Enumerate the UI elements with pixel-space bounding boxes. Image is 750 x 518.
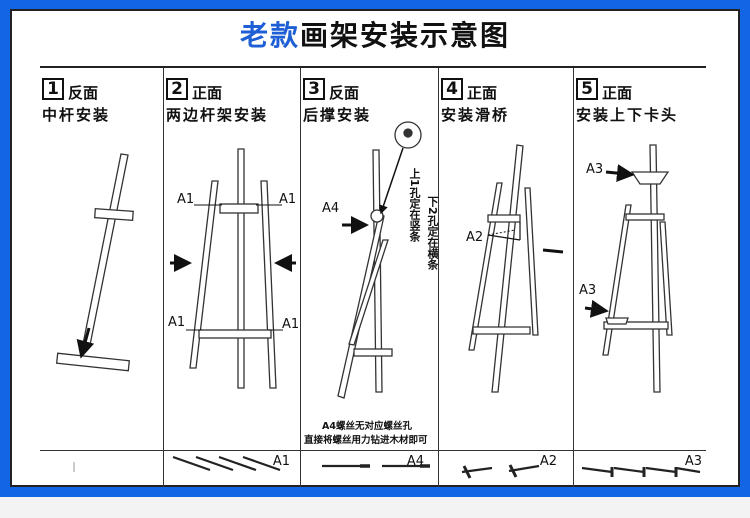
step-title: 后撑安装 (303, 106, 372, 124)
step-4: 4 正面 安装滑桥 (439, 68, 574, 450)
hole-bottom-note: 下2孔定在横条 (426, 196, 439, 270)
step-number: 5 (576, 78, 598, 100)
part-label: A2 (539, 454, 557, 469)
diagram-title: 老款画架安装示意图 (0, 14, 750, 54)
parts-divider (40, 450, 706, 451)
step-title: 安装上下卡头 (576, 106, 679, 124)
step-1: 1 反面 中杆安装 (40, 68, 164, 450)
screw-note-line1: A4螺丝无对应螺丝孔 (322, 421, 412, 432)
step5-drawing (584, 144, 673, 393)
part-label: A4 (406, 454, 424, 469)
step-number: 4 (441, 78, 463, 100)
label-a3-bottom: A3 (579, 283, 597, 298)
step-side: 正面 (192, 84, 223, 102)
screw-note-line2: 直接将螺丝用力钻进木材即可 (304, 435, 428, 446)
parts-cell-5: A3 (574, 451, 706, 487)
label-a1-lower-left: A1 (168, 315, 186, 330)
step-number: 1 (42, 78, 64, 100)
step-number: 3 (303, 78, 325, 100)
step-2: 2 正面 两边杆架安装 (164, 68, 301, 450)
step-title: 中杆安装 (42, 106, 111, 124)
label-a4: A4 (322, 201, 340, 216)
step-title: 两边杆架安装 (166, 106, 269, 124)
part-label: A3 (684, 454, 702, 469)
step-number: 2 (166, 78, 188, 100)
step-3: 3 反面 后撑安装 (301, 68, 439, 450)
parts-cell-2: A1 (164, 451, 301, 487)
parts-cell-1 (40, 451, 164, 487)
label-a2: A2 (466, 230, 484, 245)
step1-drawing (55, 153, 134, 372)
label-a1-upper-right: A1 (279, 192, 297, 207)
parts-cell-3: A4 (301, 451, 439, 487)
label-a3-top: A3 (586, 162, 604, 177)
step-side: 正面 (467, 84, 498, 102)
parts-screws (73, 455, 701, 479)
step3-drawing (337, 121, 422, 399)
step-side: 正面 (602, 84, 633, 102)
step2-drawing (170, 148, 296, 389)
parts-cell-4: A2 (439, 451, 574, 487)
bottom-strip (0, 497, 750, 518)
step-side: 反面 (329, 84, 360, 102)
label-a1-upper-left: A1 (177, 192, 195, 207)
step4-drawing (468, 144, 564, 393)
step-5: 5 正面 安装上下卡头 (574, 68, 706, 450)
label-a1-lower-right: A1 (282, 317, 300, 332)
part-label: A1 (272, 454, 290, 469)
step-title: 安装滑桥 (441, 106, 510, 124)
hole-top-note: 上1孔定在竖条 (408, 168, 421, 242)
title-divider (40, 66, 706, 68)
title-accent: 老款 (239, 19, 300, 52)
step-side: 反面 (68, 84, 99, 102)
title-main: 画架安装示意图 (300, 19, 511, 52)
